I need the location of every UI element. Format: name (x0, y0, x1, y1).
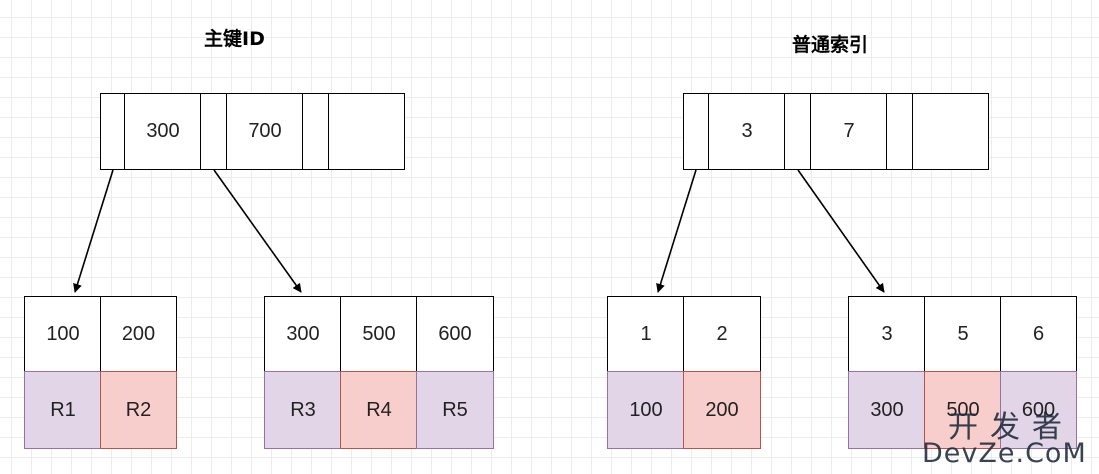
secondary-index-title: 普通索引 (792, 34, 869, 56)
root-key-cell: 3 (708, 93, 786, 170)
root-pointer-cell (784, 93, 812, 170)
leaf-row-cell: R3 (264, 371, 342, 449)
leaf-row-cell: R5 (416, 371, 494, 449)
root-pointer-cell (683, 93, 710, 170)
arrow-to-secondary-leaf-1 (656, 169, 697, 293)
root-pointer-cell (302, 93, 330, 170)
leaf-key-cell: 1 (607, 296, 685, 373)
leaf-key-cell: 300 (264, 296, 342, 373)
leaf-row-cell: 100 (607, 371, 685, 449)
root-key-cell: 300 (124, 93, 202, 170)
root-key-cell: 7 (810, 93, 888, 170)
leaf-row-cell: 500 (924, 371, 1002, 449)
root-pointer-cell (100, 93, 126, 170)
root-pointer-cell (200, 93, 228, 170)
primary-key-title: 主键ID (204, 28, 265, 50)
leaf-key-cell: 2 (683, 296, 761, 373)
leaf-row-cell: R2 (100, 371, 177, 449)
leaf-key-cell: 600 (416, 296, 494, 373)
site-watermark: 开发者 DevZe.CoM (920, 402, 1095, 470)
leaf-key-cell: 6 (1000, 296, 1077, 373)
watermark-top-text: 开发者 (948, 410, 1074, 445)
leaf-row-cell: 300 (848, 371, 926, 449)
watermark-bottom-text: DevZe.CoM (922, 438, 1087, 469)
arrow-to-secondary-leaf-2 (797, 169, 885, 293)
leaf-key-cell: 3 (848, 296, 926, 373)
leaf-key-cell: 100 (24, 296, 102, 373)
leaf-key-cell: 200 (100, 296, 177, 373)
leaf-key-cell: 5 (924, 296, 1002, 373)
root-empty-cell (328, 93, 405, 170)
leaf-row-cell: 600 (1000, 371, 1077, 449)
arrow-to-primary-leaf-1 (73, 169, 114, 293)
leaf-row-cell: 200 (683, 371, 761, 449)
leaf-row-cell: R1 (24, 371, 102, 449)
leaf-row-cell: R4 (340, 371, 418, 449)
arrow-to-primary-leaf-2 (213, 169, 302, 293)
root-key-cell: 700 (226, 93, 304, 170)
leaf-key-cell: 500 (340, 296, 418, 373)
root-pointer-cell (886, 93, 914, 170)
root-empty-cell (912, 93, 989, 170)
